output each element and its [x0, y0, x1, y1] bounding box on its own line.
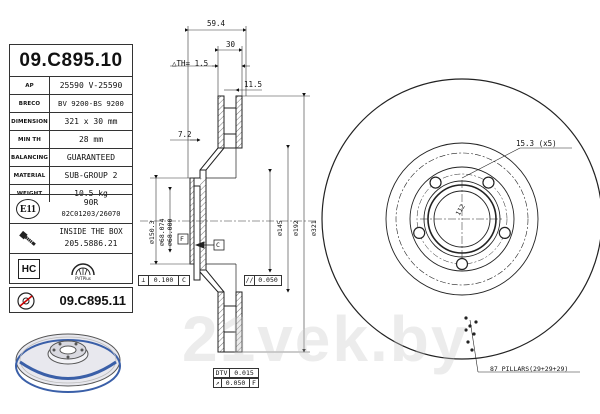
- bolt-line1: INSIDE THE BOX: [59, 227, 123, 236]
- dim-321-text: 321: [310, 220, 318, 233]
- bolt-hole: [498, 226, 511, 240]
- perpendicularity-icon: ⊥: [139, 276, 149, 285]
- disc-cross-section: [189, 95, 243, 353]
- spec-value: GUARANTEED: [66, 153, 116, 162]
- tolerance-value: 0.100: [149, 276, 179, 285]
- pillar-dot: [468, 324, 472, 328]
- dim-192-text: 192: [292, 220, 300, 233]
- runout-ref: F: [252, 379, 256, 387]
- datum-f: F: [180, 235, 184, 243]
- bolt-icon: [16, 229, 40, 253]
- alt-part-number-text: 09.C895.11: [59, 292, 126, 308]
- datum-markers: [177, 233, 225, 251]
- bolt-hole: [482, 176, 495, 189]
- dtv-frame: DTV 0.015: [213, 368, 259, 378]
- dim-150-3-text: 150.3: [148, 220, 156, 241]
- spec-row-breco: BRECO BV 9200-BS 9200: [10, 94, 132, 112]
- spec-key: DIMENSION: [10, 113, 50, 130]
- tolerance-ref: C: [182, 276, 186, 284]
- bolt-line2: 205.5886.21: [64, 239, 118, 248]
- homologation-line1: 90R: [83, 198, 99, 207]
- dtv-value: 0.015: [234, 369, 254, 377]
- runout-icon: ↗: [214, 379, 222, 387]
- disc-coated-icon: [16, 291, 36, 314]
- spec-row-min-th: MIN TH 28 mm: [10, 130, 132, 148]
- dim-holes: 15.3 (x5): [516, 139, 557, 148]
- hc-logo: HC: [18, 259, 40, 279]
- cooling-pillars: [464, 316, 478, 352]
- spec-key: BALANCING: [10, 149, 50, 166]
- spec-key: AP: [10, 77, 50, 94]
- pvt-plus-label: PVTPlus: [75, 276, 91, 281]
- bolt-hole: [455, 257, 469, 271]
- runout-value: 0.050: [222, 379, 250, 387]
- part-number-title: 09.C895.10: [9, 44, 133, 76]
- pvt-plus-icon: [70, 257, 96, 281]
- dim-68-074: ⌀68.074: [158, 218, 166, 246]
- datum-c: C: [216, 241, 220, 249]
- datum-triangle-icon: △: [172, 59, 177, 68]
- disc-render-thumbnail: [15, 333, 121, 393]
- dim-145: ⌀145: [276, 220, 284, 236]
- tolerance-frame-perp: ⊥ 0.100 C: [138, 275, 190, 286]
- bolt-holes: [413, 176, 511, 271]
- dim-68-074-text: 68.074: [158, 218, 166, 243]
- alt-part-number: 09.C895.11: [9, 287, 133, 313]
- spec-value: 28 mm: [78, 135, 104, 144]
- bolt-hole: [413, 226, 426, 240]
- spec-key: MIN TH: [10, 131, 50, 148]
- spec-value: 25590 V-25590: [59, 81, 123, 90]
- spec-row-balancing: BALANCING GUARANTEED: [10, 148, 132, 166]
- dim-150-3: ⌀150.3: [148, 220, 156, 245]
- pillar-dot: [464, 328, 468, 332]
- tolerance-value: 0.050: [258, 276, 278, 284]
- spec-key: BRECO: [10, 95, 50, 112]
- dim-th-text: TH= 1.5: [176, 59, 209, 68]
- dimension-lines: [140, 26, 316, 353]
- dim-11-5: 11.5: [244, 80, 263, 89]
- spec-table: AP 25590 V-25590 BRECO BV 9200-BS 9200 D…: [9, 76, 133, 202]
- bolt-hole: [429, 176, 442, 189]
- homologation-box: E11 90R 02C01203/26070: [9, 194, 133, 224]
- dim-30: 30: [226, 40, 236, 49]
- pillar-dot: [474, 320, 478, 324]
- spec-value: 321 x 30 mm: [64, 117, 118, 126]
- certifications-box: HC PVTPlus: [9, 254, 133, 284]
- dim-68-000-text: 68.000: [166, 218, 174, 243]
- parallelism-icon: //: [245, 276, 255, 285]
- dim-192: ⌀192: [292, 220, 300, 236]
- spec-row-dimension: DIMENSION 321 x 30 mm: [10, 112, 132, 130]
- pillar-dot: [472, 332, 476, 336]
- e11-mark: E11: [16, 199, 40, 219]
- runout-frame: ↗ 0.050 F: [213, 378, 259, 388]
- tolerance-frame-parallel: // 0.050: [244, 275, 282, 286]
- spec-key: WEIGHT: [10, 185, 50, 202]
- dim-59-4: 59.4: [207, 19, 226, 28]
- homologation-line2: 02C01203/26070: [61, 210, 121, 218]
- spec-value: BV 9200-BS 9200: [58, 99, 124, 108]
- spec-row-weight: WEIGHT 10.5 kg: [10, 184, 132, 202]
- dim-321: ⌀321: [310, 220, 318, 236]
- dim-7-2: 7.2: [178, 130, 192, 139]
- spec-key: MATERIAL: [10, 167, 50, 184]
- dim-68-000: ⌀68.000: [166, 218, 174, 246]
- pillar-dot: [464, 316, 468, 320]
- pillar-dot: [466, 340, 470, 344]
- dim-145-text: 145: [276, 220, 284, 233]
- spec-value: SUB-GROUP 2: [64, 171, 118, 180]
- dim-pillars: 87 PILLARS(29+29+29): [490, 365, 569, 373]
- dim-th: △TH= 1.5: [172, 59, 208, 68]
- spec-row-material: MATERIAL SUB-GROUP 2: [10, 166, 132, 184]
- bolt-box: INSIDE THE BOX 205.5886.21: [9, 224, 133, 254]
- pillar-dot: [470, 348, 474, 352]
- spec-row-ap: AP 25590 V-25590: [10, 76, 132, 94]
- disc-top-view: [321, 78, 600, 373]
- dtv-label: DTV: [214, 369, 230, 377]
- spec-value: 10.5 kg: [74, 189, 108, 198]
